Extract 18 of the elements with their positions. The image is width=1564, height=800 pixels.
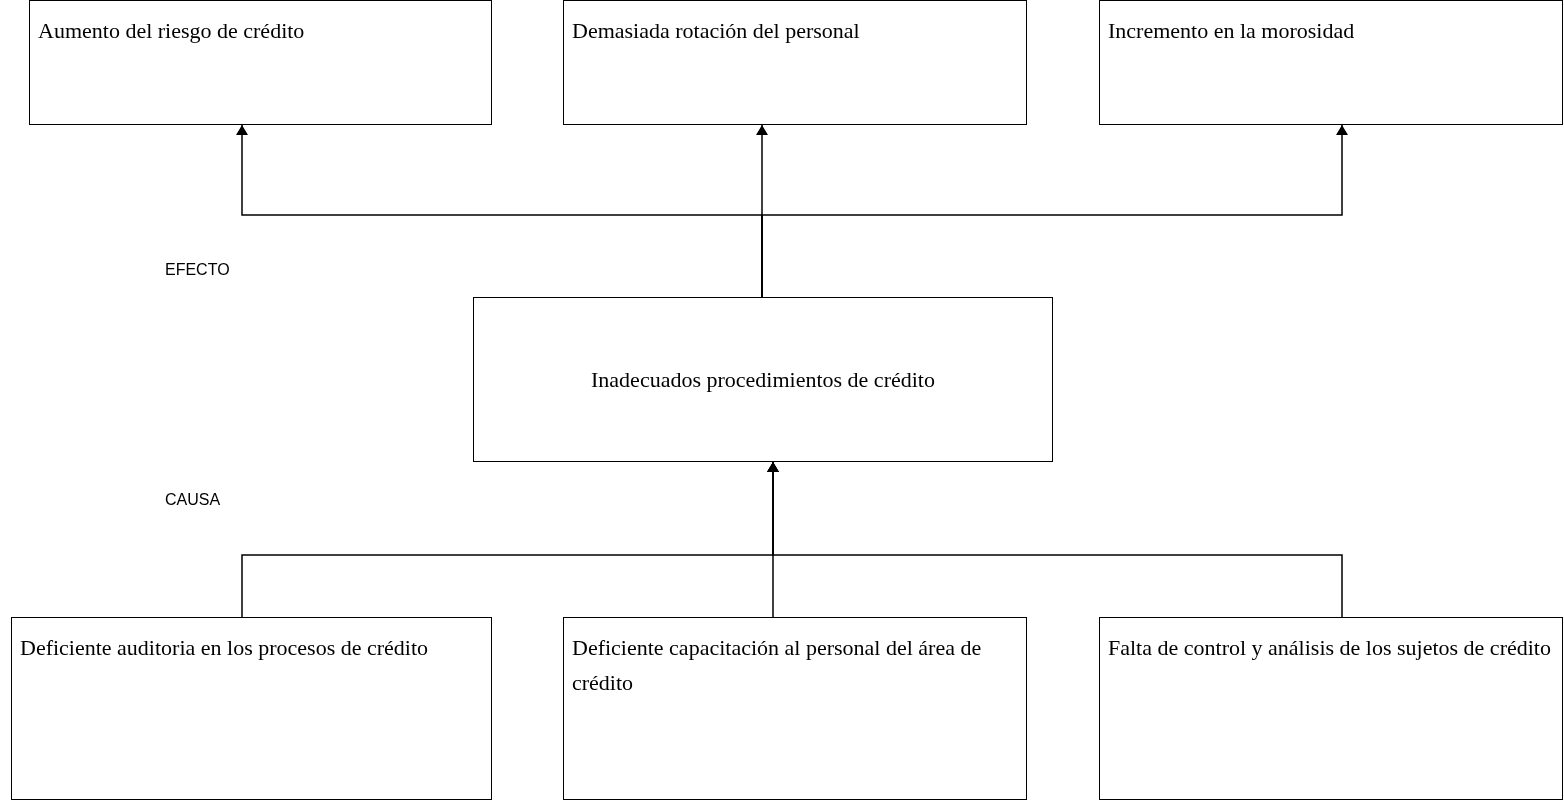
box-text: Inadecuados procedimientos de crédito xyxy=(591,365,935,394)
process-box xyxy=(1099,617,1563,800)
process-box xyxy=(563,617,1027,800)
box-text: Demasiada rotación del personal xyxy=(572,18,860,43)
box-text: Deficiente capacitación al personal del área de crédito xyxy=(572,635,982,696)
box-text: Incremento en la morosidad xyxy=(1108,18,1355,43)
section-label: CAUSA xyxy=(165,490,221,510)
process-box xyxy=(29,0,492,125)
process-box xyxy=(11,617,492,800)
arrow xyxy=(767,461,1343,618)
box-text: Deficiente auditoria en los procesos de crédito xyxy=(20,635,429,660)
process-box xyxy=(563,0,1027,125)
box-text: Aumento del riesgo de crédito xyxy=(38,18,305,43)
arrow xyxy=(761,124,1348,298)
process-box xyxy=(473,297,1053,462)
box-text: Falta de control y análisis de los sujetos de crédito xyxy=(1108,635,1551,660)
process-box xyxy=(1099,0,1563,125)
section-label: EFECTO xyxy=(165,260,230,280)
